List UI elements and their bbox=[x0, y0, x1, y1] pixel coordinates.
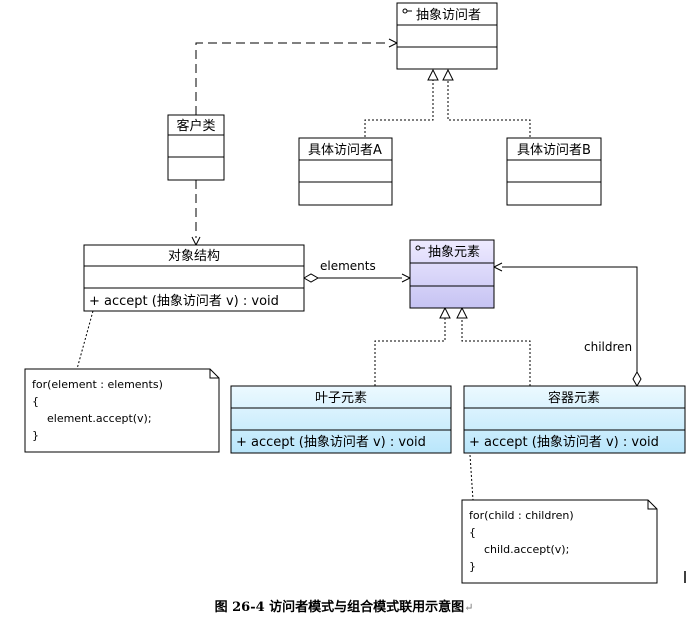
class-concrete-visitor-a[interactable]: 具体访问者A bbox=[298, 137, 393, 206]
visitor-realization-triangle-a bbox=[427, 68, 439, 81]
class-object-structure-name: 对象结构 bbox=[168, 249, 220, 264]
structure-note-anchor bbox=[76, 310, 94, 370]
note-container-element: for(child : children) { child.accept(v);… bbox=[461, 499, 658, 584]
class-container-element-operation: + accept (抽象访问者 v) : void bbox=[469, 435, 659, 450]
interface-icon bbox=[415, 245, 425, 251]
note-object-structure-line-1: for(element : elements) bbox=[32, 378, 163, 391]
class-container-element[interactable]: 容器元素 + accept (抽象访问者 v) : void bbox=[463, 385, 686, 454]
element-realization-triangle-a bbox=[439, 306, 451, 319]
element-realization-triangle-b bbox=[456, 306, 468, 319]
class-abstract-element-name: 抽象元素 bbox=[428, 245, 480, 260]
note-object-structure-line-3: element.accept(v); bbox=[47, 412, 152, 425]
elements-aggregation-arrowhead bbox=[401, 273, 412, 283]
visitor-a-realization bbox=[364, 80, 434, 137]
children-aggregation-line bbox=[502, 266, 638, 372]
children-aggregation-arrowhead bbox=[492, 262, 503, 272]
class-container-element-name: 容器元素 bbox=[548, 390, 600, 406]
class-abstract-element[interactable]: 抽象元素 bbox=[409, 239, 495, 309]
children-label: children bbox=[584, 340, 632, 354]
class-object-structure[interactable]: 对象结构 + accept (抽象访问者 v) : void bbox=[83, 244, 305, 312]
note-container-line-3: child.accept(v); bbox=[484, 543, 569, 556]
figure-caption-text: 图 26-4 访问者模式与组合模式联用示意图 bbox=[214, 600, 465, 615]
client-to-visitor-arrowhead bbox=[388, 38, 399, 48]
class-leaf-element-operation: + accept (抽象访问者 v) : void bbox=[236, 435, 426, 450]
container-realization bbox=[461, 318, 531, 386]
class-abstract-visitor[interactable]: 抽象访问者 bbox=[396, 2, 498, 70]
class-leaf-element-name: 叶子元素 bbox=[315, 391, 367, 406]
class-client-name: 客户类 bbox=[176, 118, 215, 134]
note-object-structure-line-2: { bbox=[32, 395, 39, 408]
visitor-realization-triangle-b bbox=[442, 68, 454, 81]
elements-aggregation-diamond bbox=[302, 273, 320, 283]
visitor-b-realization bbox=[447, 80, 531, 137]
note-object-structure: for(element : elements) { element.accept… bbox=[24, 368, 220, 453]
note-container-line-1: for(child : children) bbox=[469, 509, 574, 522]
client-to-visitor-dependency bbox=[195, 42, 389, 115]
note-container-line-4: } bbox=[469, 560, 476, 573]
class-leaf-element[interactable]: 叶子元素 + accept (抽象访问者 v) : void bbox=[230, 385, 452, 454]
class-abstract-visitor-name: 抽象访问者 bbox=[416, 8, 481, 23]
note-object-structure-line-4: } bbox=[32, 429, 39, 442]
leaf-realization bbox=[374, 318, 446, 386]
elements-label: elements bbox=[320, 259, 376, 273]
class-concrete-visitor-b[interactable]: 具体访问者B bbox=[506, 137, 602, 206]
container-note-anchor bbox=[469, 454, 474, 501]
class-concrete-visitor-b-name: 具体访问者B bbox=[517, 143, 591, 158]
return-mark-icon: ↵ bbox=[464, 601, 474, 614]
children-aggregation-diamond bbox=[632, 370, 642, 388]
interface-icon bbox=[402, 8, 412, 14]
class-concrete-visitor-a-name: 具体访问者A bbox=[308, 143, 382, 158]
note-container-line-2: { bbox=[469, 526, 476, 539]
class-client[interactable]: 客户类 bbox=[167, 114, 225, 181]
figure-caption: 图 26-4 访问者模式与组合模式联用示意图↵ bbox=[0, 596, 688, 615]
client-to-structure-arrowhead bbox=[191, 236, 201, 247]
class-object-structure-operation: + accept (抽象访问者 v) : void bbox=[89, 294, 279, 309]
